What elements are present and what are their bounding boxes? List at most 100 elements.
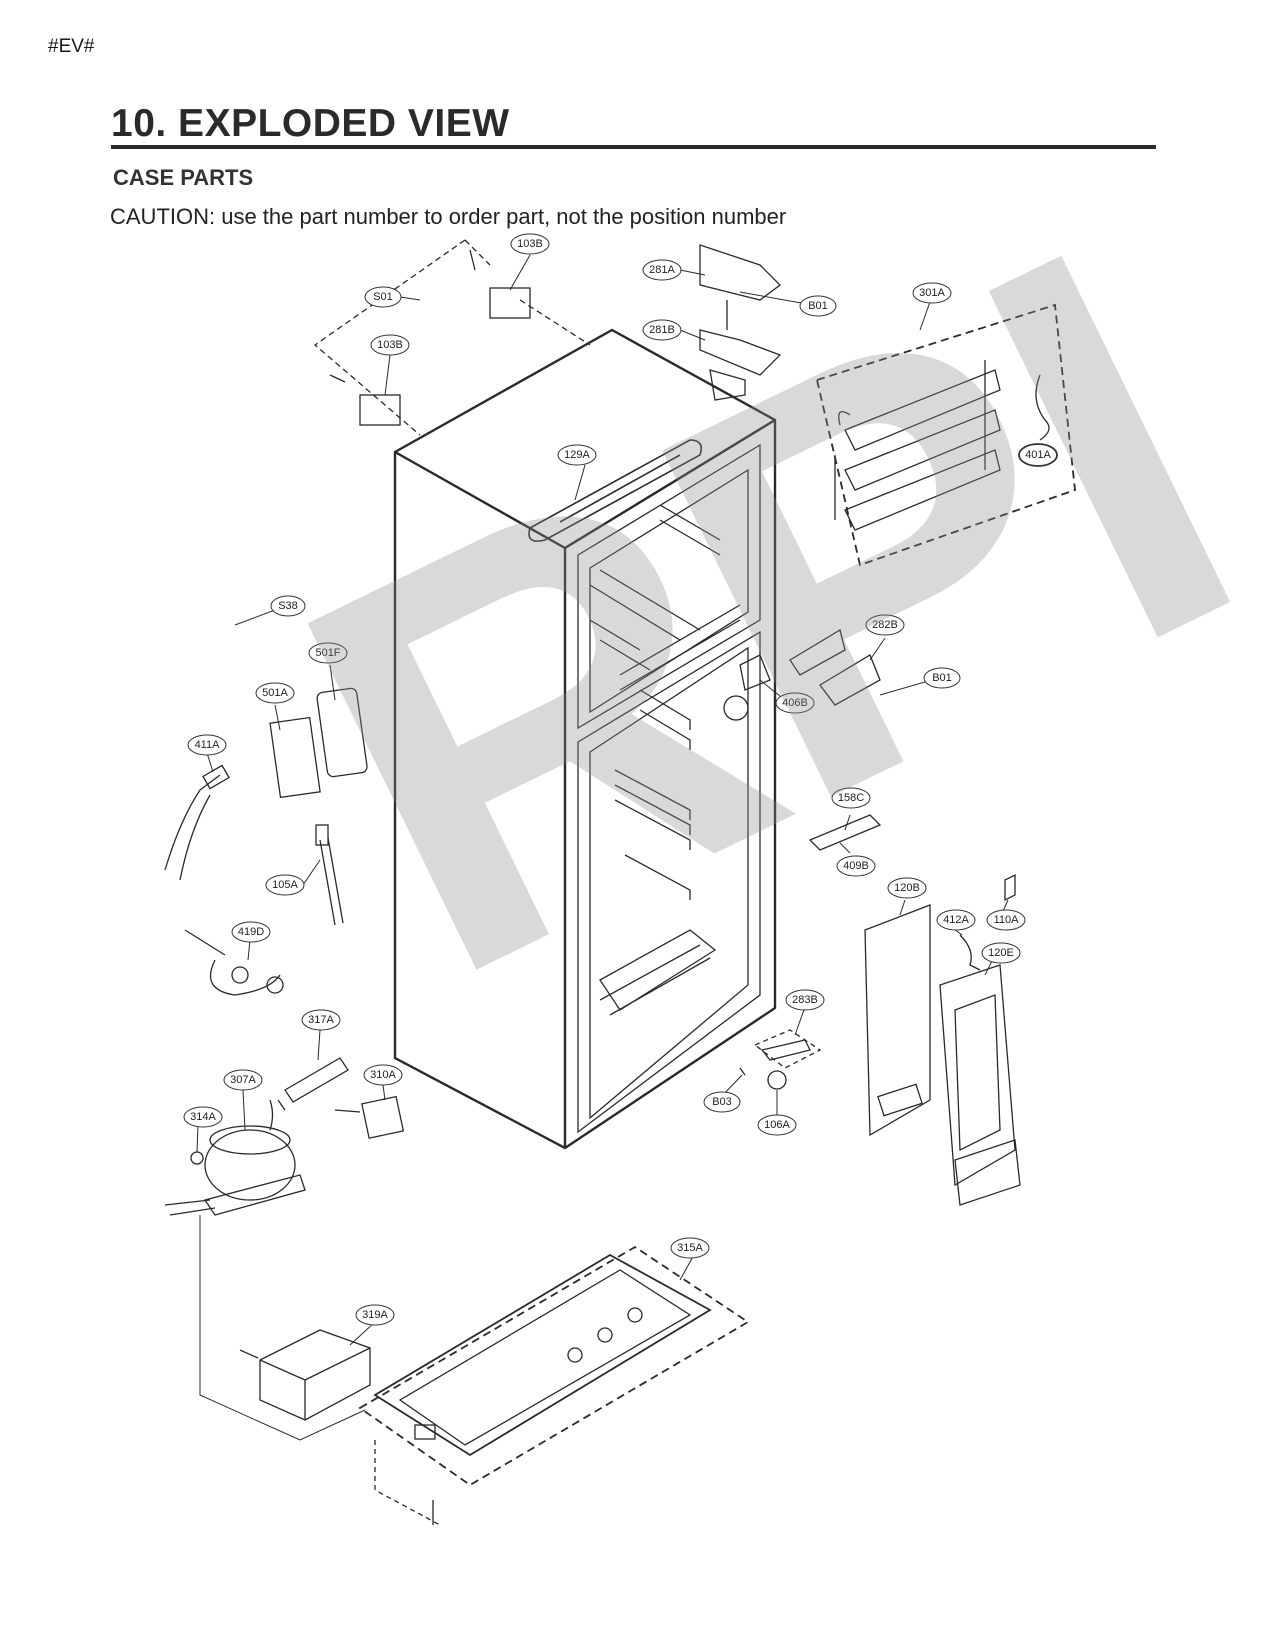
svg-text:314A: 314A [190, 1111, 216, 1123]
callout-281B: 281B [642, 319, 682, 341]
part-158C [808, 814, 882, 851]
callout-307A: 307A [223, 1069, 263, 1091]
callout-103B-left: 103B [370, 334, 410, 356]
callout-S38: S38 [270, 595, 306, 617]
svg-text:310A: 310A [370, 1069, 396, 1081]
cabinet-body [393, 328, 777, 1150]
svg-text:501F: 501F [315, 647, 340, 659]
callout-120B: 120B [887, 877, 927, 899]
callout-315A: 315A [670, 1237, 710, 1259]
callout-301A: 301A [912, 282, 952, 304]
callout-110A: 110A [986, 909, 1026, 931]
svg-text:412A: 412A [943, 914, 969, 926]
top-hinge-281 [699, 244, 782, 401]
tray-319A [239, 1329, 371, 1421]
callout-409B: 409B [836, 855, 876, 877]
page-tag: #EV# [48, 36, 95, 57]
svg-text:106A: 106A [764, 1119, 790, 1131]
svg-text:B01: B01 [932, 672, 952, 684]
callout-411A: 411A [187, 734, 227, 756]
svg-text:282B: 282B [872, 619, 898, 631]
callout-412A: 412A [936, 909, 976, 931]
callout-B01-right: B01 [923, 667, 961, 689]
callout-283B: 283B [785, 989, 825, 1011]
part-283B [739, 1029, 822, 1090]
callout-282B: 282B [865, 614, 905, 636]
fridge-shelves [599, 689, 749, 1016]
freezer-shelves [589, 504, 741, 691]
base-315A [358, 1245, 750, 1526]
svg-text:301A: 301A [919, 287, 945, 299]
svg-text:S38: S38 [278, 600, 298, 612]
callout-501A: 501A [255, 682, 295, 704]
page-title: 10. EXPLODED VIEW [111, 102, 510, 145]
callout-401A: 401A [1018, 443, 1058, 467]
wire-412A [959, 934, 981, 971]
callout-281A: 281A [642, 259, 682, 281]
callout-S01: S01 [364, 286, 402, 308]
svg-text:315A: 315A [677, 1242, 703, 1254]
callout-B03: B03 [703, 1091, 741, 1113]
svg-text:103B: 103B [517, 238, 543, 250]
callout-406B: 406B [775, 692, 815, 714]
svg-text:401A: 401A [1025, 449, 1051, 461]
part-317A [277, 1057, 349, 1111]
svg-text:281A: 281A [649, 264, 675, 276]
svg-text:283B: 283B [792, 994, 818, 1006]
s01-dashed [313, 239, 591, 436]
vent-129A [528, 439, 703, 542]
svg-text:409B: 409B [843, 860, 869, 872]
svg-text:317A: 317A [308, 1014, 334, 1026]
duct-120E [939, 964, 1021, 1206]
panel-501 [269, 687, 368, 799]
bracket-110A [1004, 873, 1016, 902]
callout-105A: 105A [265, 874, 305, 896]
part-419D [184, 929, 284, 996]
compressor-307A [203, 1099, 306, 1216]
callout-labels: 103B 281A S01 B01 301A 103B 281B 401A 12… [183, 233, 1058, 1326]
svg-text:419D: 419D [238, 926, 264, 938]
bracket-103B [329, 249, 531, 426]
diagram-linework [164, 239, 1076, 1526]
svg-text:110A: 110A [994, 914, 1020, 926]
evaporator-301A [815, 303, 1076, 567]
callout-158C: 158C [831, 787, 871, 809]
svg-text:B03: B03 [712, 1096, 732, 1108]
svg-text:120E: 120E [988, 947, 1014, 959]
callout-314A: 314A [183, 1106, 223, 1128]
part-314A [164, 1151, 216, 1216]
middle-hinge-282B [739, 628, 881, 706]
svg-text:B01: B01 [808, 300, 828, 312]
callout-B01-top: B01 [799, 295, 837, 317]
svg-text:158C: 158C [838, 792, 864, 804]
callout-319A: 319A [355, 1304, 395, 1326]
svg-text:406B: 406B [782, 697, 808, 709]
title-rule [111, 145, 1156, 149]
svg-text:319A: 319A [362, 1309, 388, 1321]
svg-text:307A: 307A [230, 1074, 256, 1086]
svg-text:103B: 103B [377, 339, 403, 351]
callout-419D: 419D [231, 921, 271, 943]
panel-120B [864, 904, 931, 1137]
section-subtitle: CASE PARTS [113, 165, 254, 190]
callout-106A: 106A [757, 1114, 797, 1136]
callout-317A: 317A [301, 1009, 341, 1031]
cabinet-front [577, 443, 761, 1134]
caution-note: CAUTION: use the part number to order pa… [110, 204, 787, 229]
callout-501F: 501F [308, 642, 348, 664]
svg-text:501A: 501A [262, 687, 288, 699]
callout-103B-top: 103B [510, 233, 550, 255]
power-cord-411A [164, 764, 230, 881]
callout-129A: 129A [557, 444, 597, 466]
svg-text:105A: 105A [272, 879, 298, 891]
svg-text:281B: 281B [649, 324, 675, 336]
callout-120E: 120E [981, 942, 1021, 964]
svg-text:129A: 129A [564, 449, 590, 461]
callout-310A: 310A [363, 1064, 403, 1086]
leader-lines [196, 254, 1009, 1441]
svg-text:411A: 411A [195, 739, 221, 751]
svg-text:120B: 120B [894, 882, 920, 894]
part-105A [315, 824, 344, 926]
part-310A [334, 1095, 405, 1139]
